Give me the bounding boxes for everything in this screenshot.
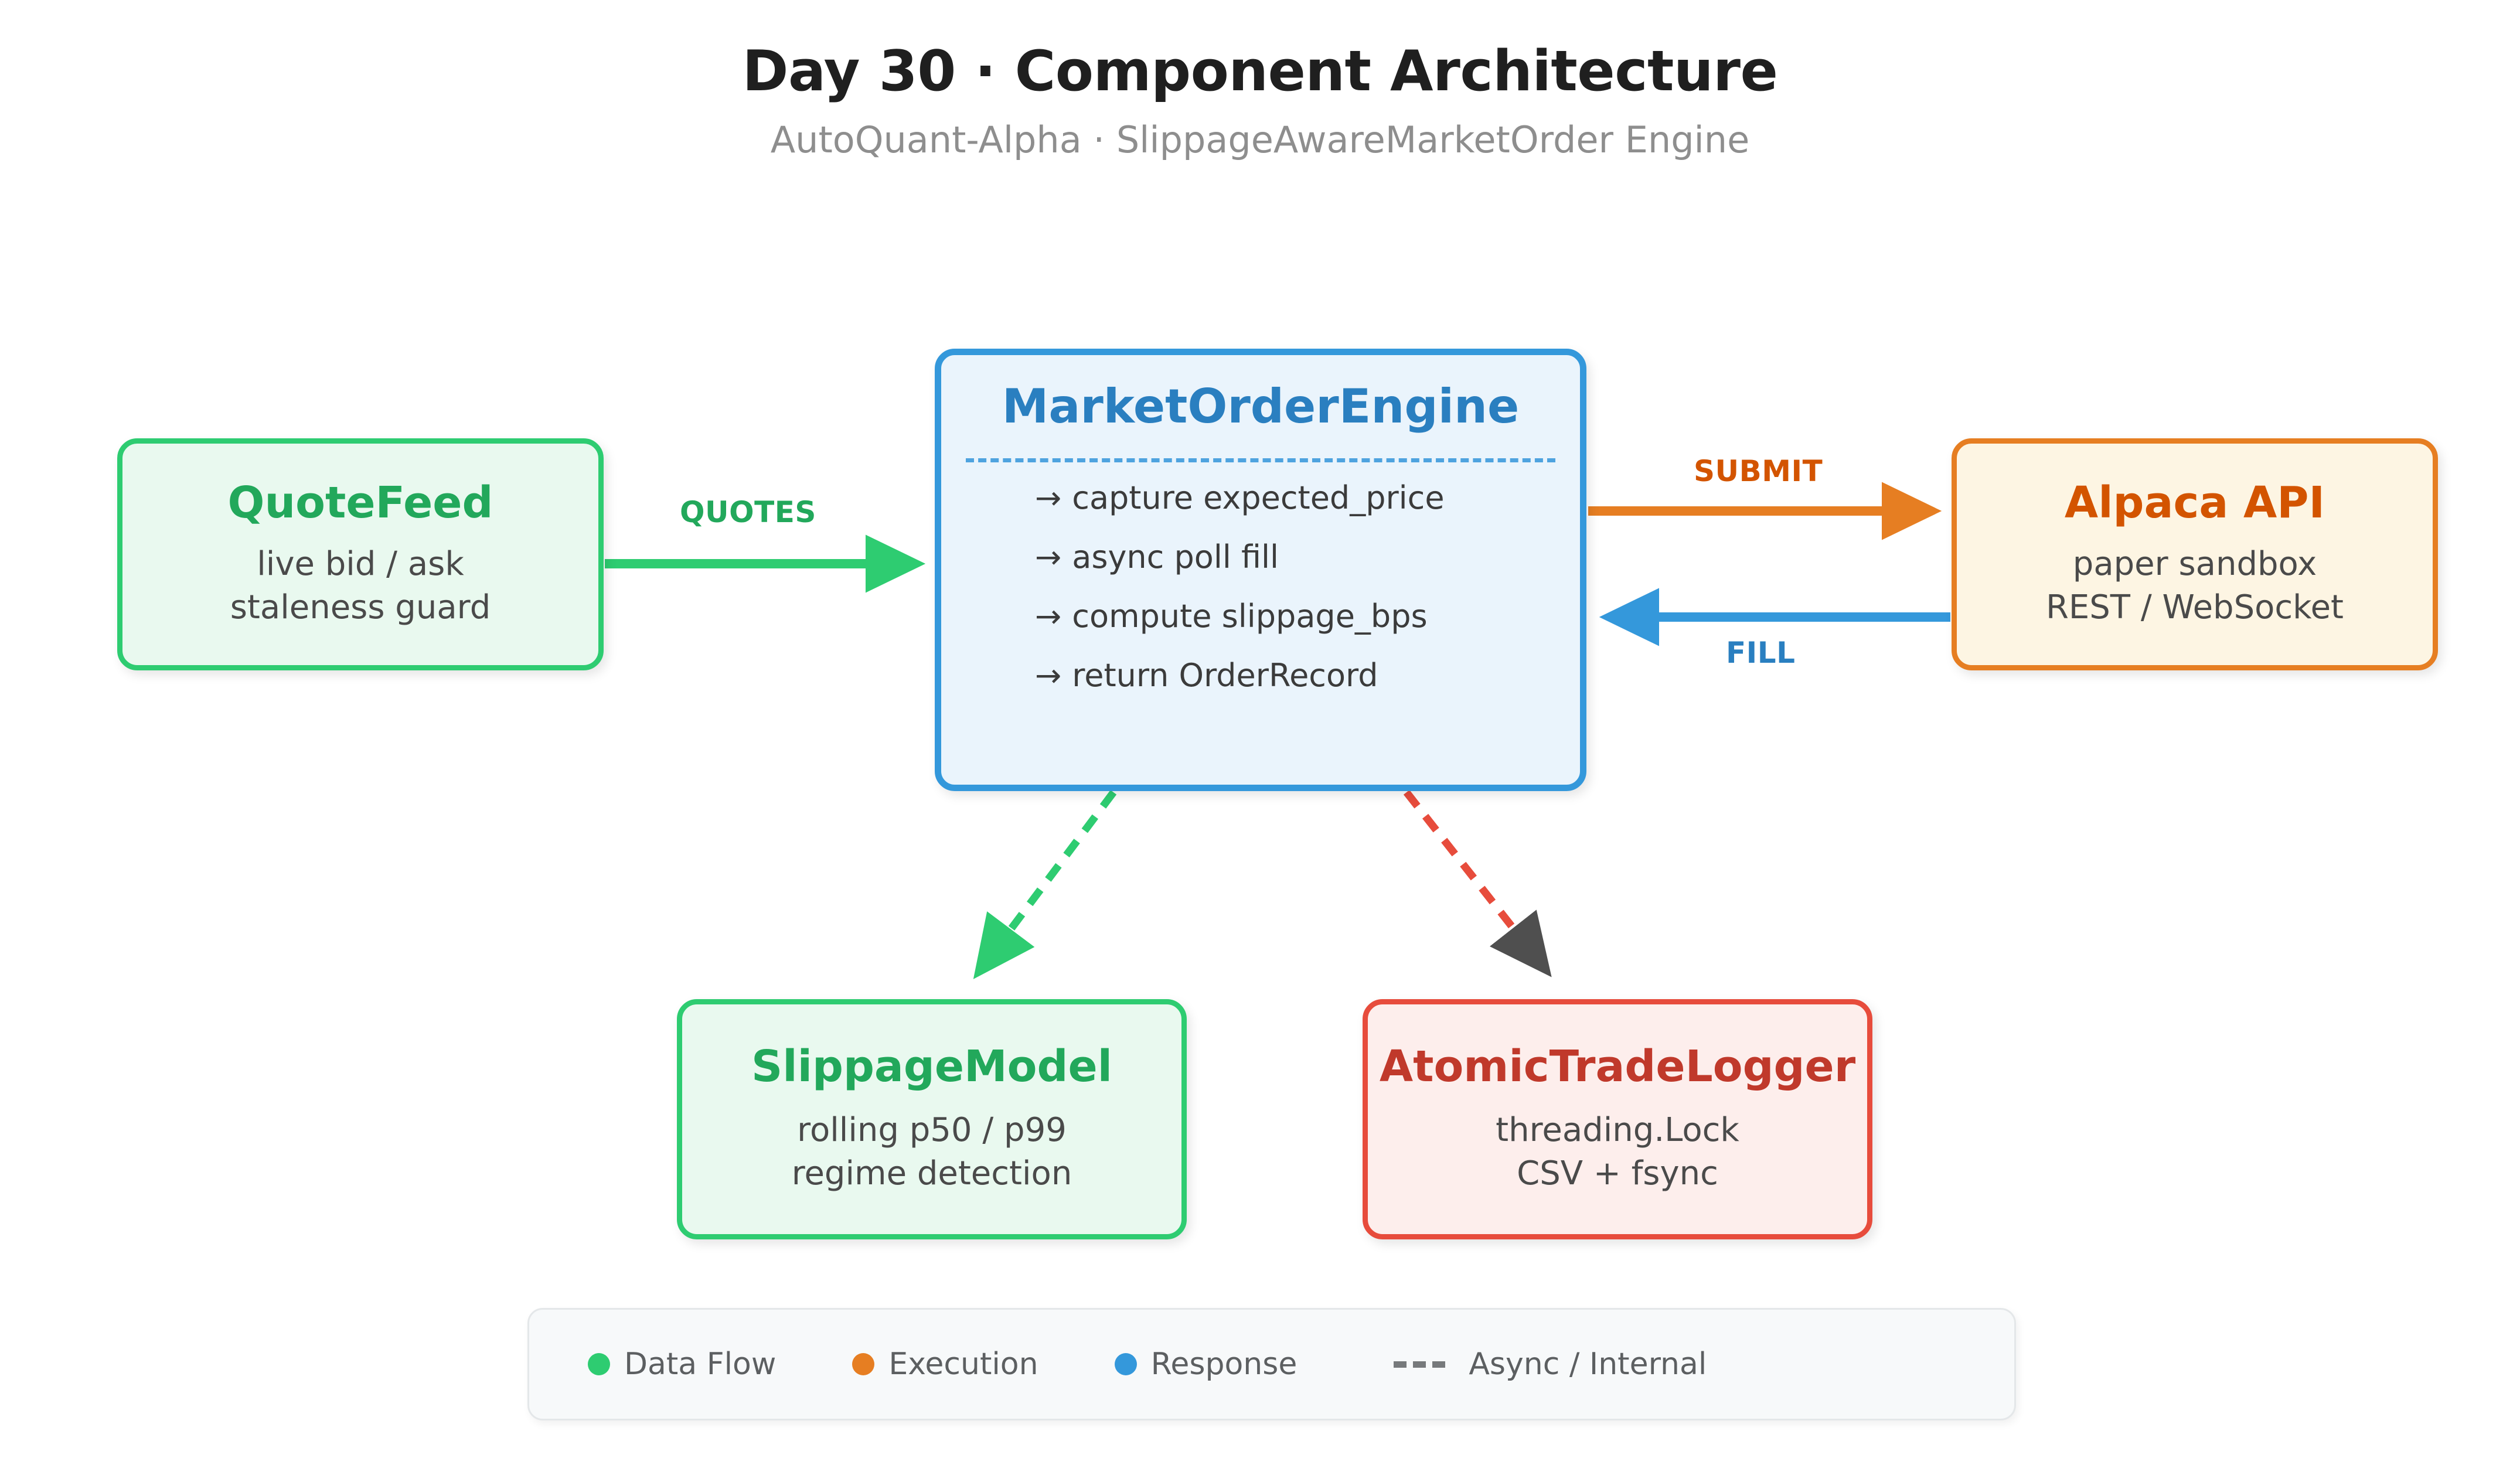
node-slippage-model[interactable]: SlippageModel rolling p50 / p99 regime d… bbox=[677, 999, 1187, 1239]
node-alpaca-sub-line2: REST / WebSocket bbox=[2045, 588, 2344, 626]
legend-item-data-flow: Data Flow bbox=[588, 1347, 776, 1382]
legend-label: Async / Internal bbox=[1469, 1347, 1707, 1382]
legend-dot-icon bbox=[588, 1353, 610, 1375]
engine-step: → return OrderRecord bbox=[1035, 660, 1580, 691]
legend-label: Execution bbox=[888, 1347, 1038, 1382]
edge-label-submit: SUBMIT bbox=[1694, 454, 1823, 488]
node-quotefeed[interactable]: QuoteFeed live bid / ask staleness guard bbox=[117, 438, 604, 670]
node-alpaca-api[interactable]: Alpaca API paper sandbox REST / WebSocke… bbox=[1952, 438, 2438, 670]
node-atomic-trade-logger[interactable]: AtomicTradeLogger threading.Lock CSV + f… bbox=[1363, 999, 1872, 1239]
edge-to-logger bbox=[1403, 789, 1552, 977]
legend-item-execution: Execution bbox=[852, 1347, 1038, 1382]
legend-dashed-line-icon bbox=[1394, 1361, 1446, 1368]
engine-step: → compute slippage_bps bbox=[1035, 601, 1580, 632]
node-alpaca-subtitle: paper sandbox REST / WebSocket bbox=[2046, 543, 2344, 629]
node-slippage-subtitle: rolling p50 / p99 regime detection bbox=[792, 1109, 1072, 1195]
node-alpaca-sub-line1: paper sandbox bbox=[2072, 544, 2317, 583]
edge-label-quotes: QUOTES bbox=[680, 495, 816, 529]
node-engine-title: MarketOrderEngine bbox=[1002, 379, 1520, 434]
node-quotefeed-sub-line1: live bid / ask bbox=[257, 544, 464, 583]
engine-step-text: compute slippage_bps bbox=[1072, 598, 1428, 635]
edge-label-fill: FILL bbox=[1726, 636, 1796, 670]
engine-divider bbox=[966, 458, 1555, 462]
node-logger-subtitle: threading.Lock CSV + fsync bbox=[1496, 1109, 1739, 1195]
engine-step-text: return OrderRecord bbox=[1072, 657, 1378, 694]
node-market-order-engine[interactable]: MarketOrderEngine → capture expected_pric… bbox=[935, 349, 1586, 791]
legend-dot-icon bbox=[1114, 1353, 1137, 1375]
arrow-right-icon: → bbox=[1035, 598, 1062, 635]
legend-item-response: Response bbox=[1114, 1347, 1298, 1382]
legend: Data Flow Execution Response Async / Int… bbox=[527, 1308, 2016, 1420]
engine-step-text: capture expected_price bbox=[1072, 479, 1445, 516]
engine-step-text: async poll fill bbox=[1072, 539, 1279, 575]
page-subtitle: AutoQuant-Alpha · SlippageAwareMarketOrd… bbox=[770, 118, 1750, 161]
node-quotefeed-sub-line2: staleness guard bbox=[230, 588, 491, 626]
node-slippage-sub-line1: rolling p50 / p99 bbox=[797, 1110, 1067, 1149]
page-title: Day 30 · Component Architecture bbox=[742, 39, 1778, 104]
node-logger-title: AtomicTradeLogger bbox=[1379, 1041, 1856, 1092]
node-quotefeed-subtitle: live bid / ask staleness guard bbox=[230, 543, 491, 629]
engine-step-list: → capture expected_price → async poll fill… bbox=[941, 482, 1580, 719]
engine-step: → capture expected_price bbox=[1035, 482, 1580, 514]
arrow-right-icon: → bbox=[1035, 539, 1062, 575]
node-slippage-title: SlippageModel bbox=[751, 1041, 1113, 1092]
node-quotefeed-title: QuoteFeed bbox=[227, 478, 493, 529]
node-slippage-sub-line2: regime detection bbox=[791, 1154, 1072, 1193]
node-alpaca-title: Alpaca API bbox=[2064, 478, 2325, 529]
arrow-right-icon: → bbox=[1035, 479, 1062, 516]
legend-label: Response bbox=[1150, 1347, 1298, 1382]
legend-dot-icon bbox=[852, 1353, 875, 1375]
node-logger-sub-line1: threading.Lock bbox=[1496, 1110, 1739, 1149]
engine-step: → async poll fill bbox=[1035, 541, 1580, 573]
node-logger-sub-line2: CSV + fsync bbox=[1517, 1154, 1718, 1193]
edge-to-slippage bbox=[973, 790, 1117, 979]
legend-label: Data Flow bbox=[624, 1347, 777, 1382]
legend-item-async-internal: Async / Internal bbox=[1394, 1347, 1707, 1382]
arrow-right-icon: → bbox=[1035, 657, 1062, 694]
diagram-header: Day 30 · Component Architecture AutoQuan… bbox=[0, 41, 2520, 161]
